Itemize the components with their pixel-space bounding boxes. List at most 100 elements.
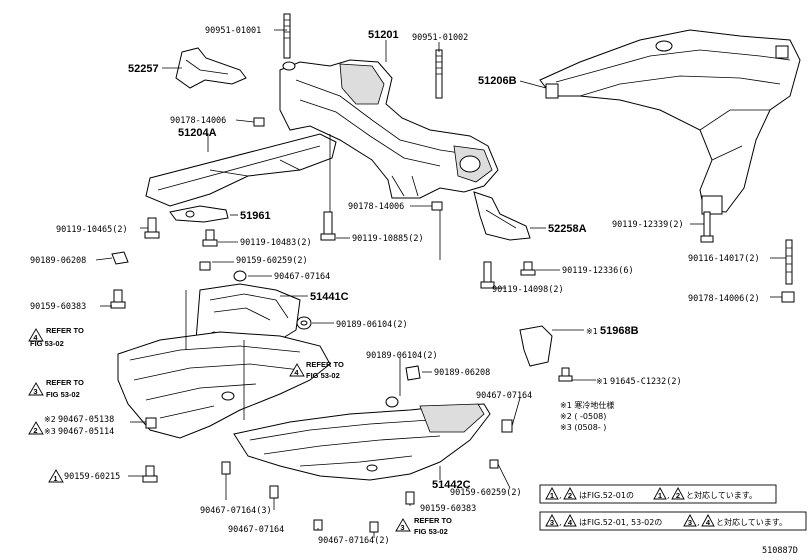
note-2: ※2 ( -0508) (560, 412, 606, 421)
label-90119-10483: 90119-10483(2) (240, 238, 312, 248)
bolt-90119-14098 (480, 261, 495, 289)
clip-90189-06208-b (405, 365, 421, 381)
bolt-91645-c1232 (558, 367, 573, 382)
legend-2-comma: , (559, 518, 562, 527)
legend-1-a: 1 (550, 491, 554, 500)
label-90467-05138: 90467-05138 (58, 415, 114, 425)
label-90119-14098: 90119-14098(2) (492, 285, 564, 295)
label-90178-14006-b: 90178-14006 (348, 202, 404, 212)
bracket-52258a (473, 191, 531, 241)
legend-2-a: 3 (550, 518, 554, 527)
refer-4-line2: FIG 53-02 (414, 527, 448, 536)
refer-2-line1: REFER TO (46, 378, 84, 387)
clip-90467-05138 (145, 417, 157, 429)
label-90189-06104-a: 90189-06104(2) (336, 320, 408, 330)
legend-2-text-2: と対応しています。 (716, 517, 787, 527)
bolt-90119-12339 (700, 211, 714, 243)
screw-90159-60259-b (489, 459, 499, 469)
refer-3-line2: FIG 53-02 (306, 371, 340, 380)
label-90467-07164-a: 90467-07164 (274, 272, 330, 282)
triangle-icon (671, 487, 685, 500)
under-cover-left (117, 331, 331, 439)
label-90119-10465: 90119-10465(2) (56, 225, 128, 235)
legend-1-comma2: , (667, 491, 670, 500)
nut-90178-14006-mid (431, 201, 443, 211)
label-90159-60259-b: 90159-60259(2) (450, 488, 522, 498)
triangle-icon (563, 487, 577, 500)
mark-3-label: ※3 (44, 427, 56, 436)
label-90467-07164-d: 90467-07164 (228, 525, 284, 535)
screw-90159-60383-a (110, 289, 126, 309)
clip-90189-06104-a (296, 316, 312, 330)
legend-2-c: 3 (688, 518, 692, 527)
label-90119-12336: 90119-12336(6) (562, 266, 634, 276)
screw-90159-60259-a (199, 261, 211, 271)
bolt-90119-12336 (520, 261, 536, 276)
refer-1-line2: FIG 53-02 (30, 339, 64, 348)
triangle-icon (545, 487, 559, 500)
bracket-52257 (175, 47, 247, 89)
triangle-icon (395, 518, 411, 532)
triangle-1-number: 1 (53, 474, 57, 483)
triangle-1: 1 (48, 469, 64, 483)
stud-90951-01001 (283, 13, 291, 59)
legend-box-2: 3 , 4 はFIG.52-01, 53-02の 3 , 4 と対応しています。 (539, 511, 807, 531)
screw-90159-60215 (142, 465, 158, 483)
triangle-icon (653, 487, 667, 500)
label-51204a: 51204A (178, 127, 217, 139)
cover-51442c (233, 403, 491, 481)
clip-90467-07164-d (269, 485, 279, 499)
refer-2-number: 3 (33, 387, 37, 396)
mark-1-91645: ※1 (596, 377, 608, 386)
triangle-icon (683, 514, 697, 527)
notes: ※1 寒冷地仕様 ※2 ( -0508) ※3 (0508- ) (560, 400, 614, 432)
bracket-51968b (519, 325, 553, 367)
label-52257: 52257 (128, 63, 159, 75)
triangle-icon (28, 328, 44, 342)
refer-4-number: 3 (400, 523, 404, 532)
legend-2-b: 4 (568, 518, 573, 527)
stud-90951-01002 (435, 49, 443, 99)
mark-1-51968b: ※1 (586, 327, 598, 336)
triangle-icon (28, 382, 44, 396)
triangle-2-number: 2 (33, 426, 37, 435)
refer-callout-4: 3 REFER TO FIG 53-02 (395, 516, 452, 536)
label-90467-07164-c: 90467-07164(3) (200, 506, 272, 516)
label-90159-60259-a: 90159-60259(2) (236, 256, 308, 266)
label-51442c: 51442C (432, 479, 471, 491)
clip-90467-07164-b (501, 419, 513, 433)
refer-3-number: 4 (294, 368, 299, 377)
crossmember-51201 (279, 59, 499, 199)
label-90467-05114: 90467-05114 (58, 427, 114, 437)
bolt-90119-10465 (144, 217, 160, 239)
legend-1-c: 1 (658, 491, 662, 500)
clip-90467-07164-c (221, 461, 231, 475)
note-3: ※3 (0508- ) (560, 423, 606, 432)
label-91645-c1232: 91645-C1232(2) (610, 377, 682, 387)
label-90951-01001: 90951-01001 (205, 26, 261, 36)
note-1: ※1 寒冷地仕様 (560, 400, 614, 410)
legend-2-text-1: はFIG.52-01, 53-02の (579, 518, 662, 527)
label-90116-14017: 90116-14017(2) (688, 254, 760, 264)
label-90159-60383-a: 90159-60383 (30, 302, 86, 312)
clip-90189-06104-b (385, 396, 399, 408)
label-90159-60215: 90159-60215 (64, 472, 120, 482)
bolt-90119-10483 (202, 229, 218, 247)
part-labels: 90951-01001 51201 90951-01002 52257 5120… (30, 26, 760, 546)
label-90178-14006-c: 90178-14006(2) (688, 294, 760, 304)
refer-3-line1: REFER TO (306, 360, 344, 369)
legend-1-b: 2 (568, 491, 572, 500)
plate-51961 (169, 205, 229, 223)
legend-1-text-2: と対応しています。 (686, 490, 757, 500)
refer-1-number: 4 (33, 333, 38, 342)
clip-90467-07164-f (369, 521, 379, 533)
clip-90467-07164-a (233, 270, 247, 282)
subframe-51206b (539, 29, 801, 215)
triangle-icon (563, 514, 577, 527)
triangle-2: 2 (28, 421, 44, 435)
bolt-90119-10885 (320, 211, 336, 241)
triangle-icon (48, 469, 64, 483)
screw-90159-60383-b (405, 491, 415, 505)
refer-callout-2: 3 REFER TO FIG 53-02 (28, 378, 84, 399)
